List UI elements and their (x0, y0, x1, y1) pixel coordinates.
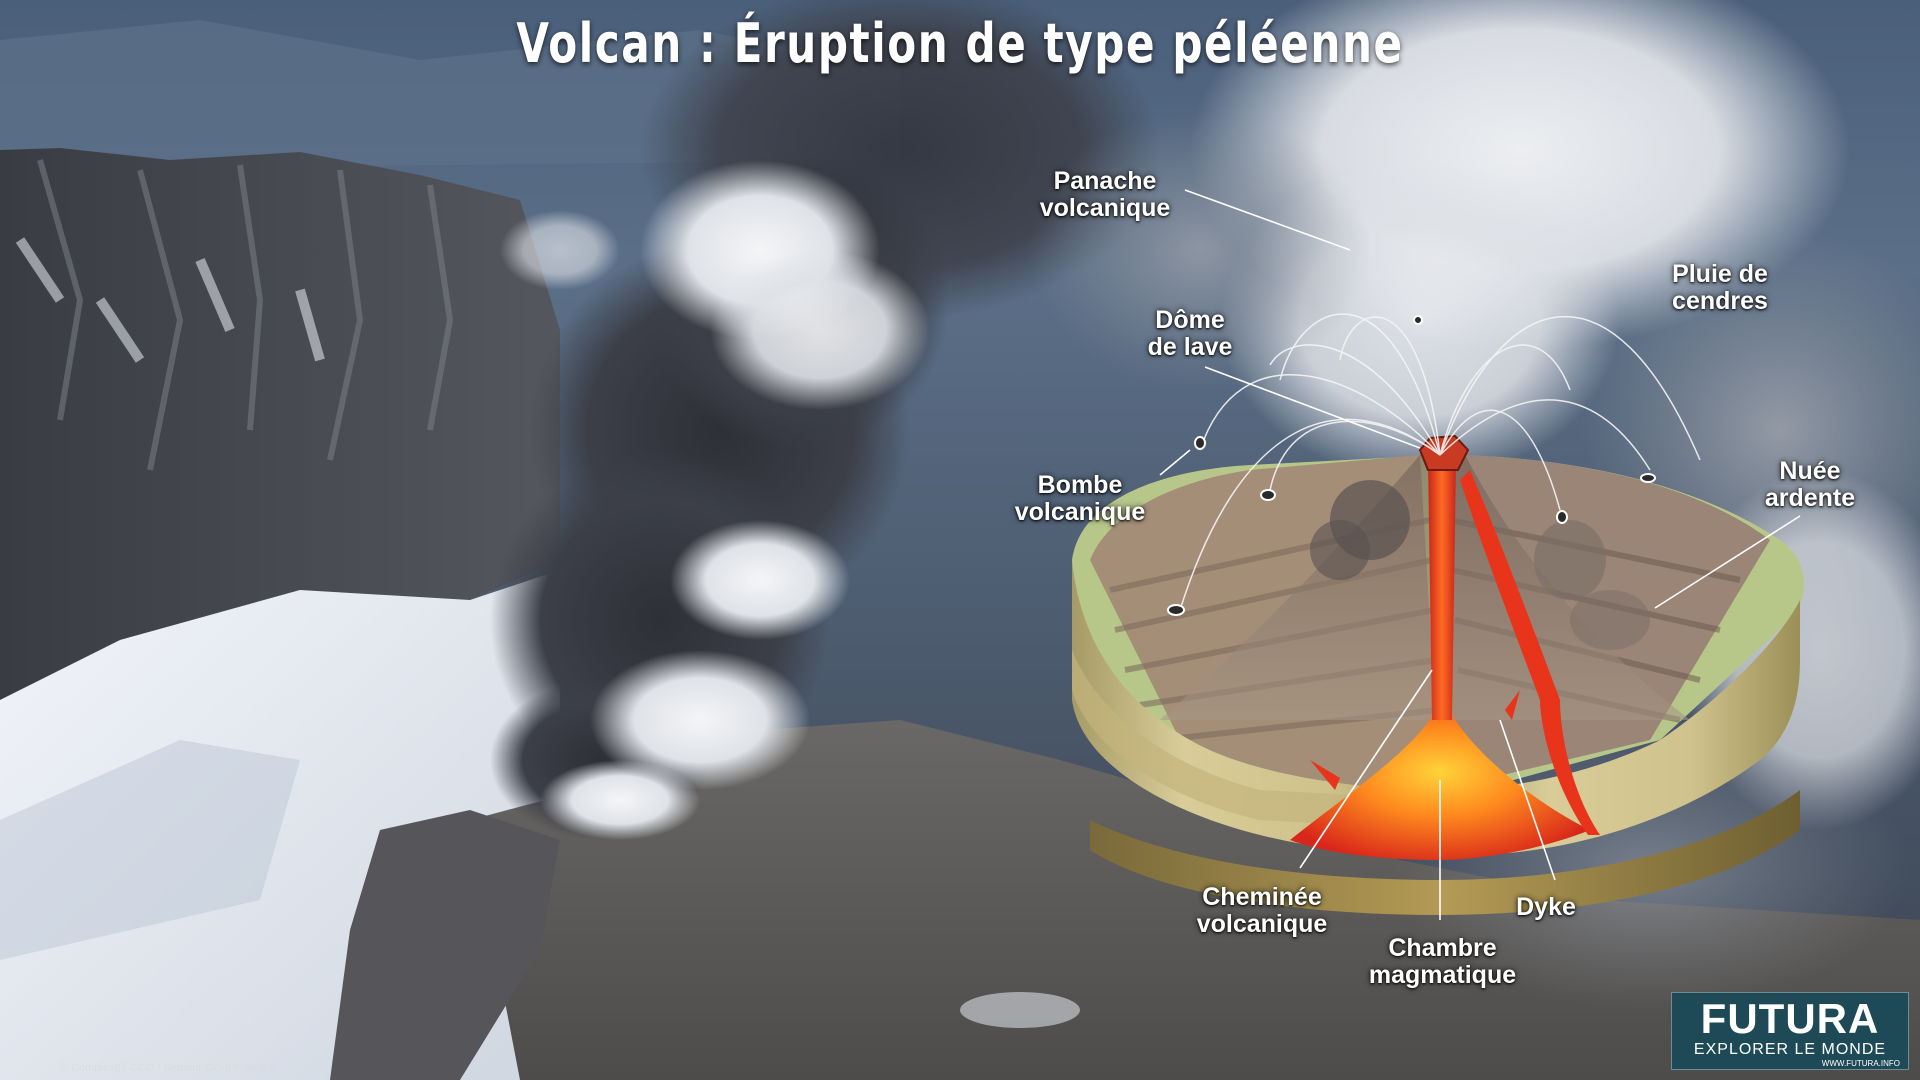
trajectory-8 (1439, 409, 1561, 511)
dyke-branch-right (1460, 470, 1600, 835)
label-dyke: Dyke (1506, 894, 1586, 921)
leader-cheminee (1299, 669, 1433, 869)
trajectory-2 (1269, 420, 1441, 491)
snow-shadow (0, 740, 300, 960)
magma-conduit (1428, 460, 1456, 720)
label-line: volcanique (1014, 498, 1146, 526)
steam-plume-2 (710, 250, 930, 410)
bomb-3 (1194, 436, 1206, 450)
label-line: Nuée (1779, 457, 1841, 485)
steam-plume-3 (670, 520, 850, 640)
bomb-2 (1260, 489, 1276, 501)
trajectory-4 (1269, 344, 1441, 456)
bomb-6 (1640, 473, 1656, 483)
cone-smoke-right (1534, 520, 1606, 600)
trajectory-10 (1279, 313, 1441, 456)
label-line: Pluie de (1672, 260, 1768, 288)
label-line: cendres (1672, 287, 1768, 315)
label-line: Panache (1053, 167, 1157, 195)
leader-nuee (1654, 515, 1801, 609)
label-line: volcanique (1196, 910, 1328, 938)
ground-snow-patch (960, 992, 1080, 1028)
label-panache-volcanique: Panache volcanique (1020, 168, 1190, 222)
label-cheminee-volcanique: Cheminée volcanique (1172, 884, 1352, 938)
label-line: Dyke (1516, 893, 1576, 921)
volcanic-bombs (1167, 315, 1656, 616)
label-line: Chambre (1388, 934, 1497, 962)
crust-band-bottom (1090, 790, 1800, 915)
label-line: de lave (1147, 333, 1233, 361)
leader-dyke (1499, 719, 1556, 881)
label-line: Cheminée (1202, 883, 1322, 911)
trajectory-7 (1439, 399, 1651, 471)
label-line: magmatique (1368, 961, 1517, 989)
logo-url: WWW.FUTURA.INFO (1821, 1059, 1900, 1068)
crust-side-wall-right (1440, 600, 1800, 856)
leader-panache (1184, 189, 1351, 251)
crater-wall-left (0, 148, 560, 700)
label-line: ardente (1764, 484, 1856, 512)
logo-tagline: EXPLORER LE MONDE (1693, 1041, 1887, 1058)
futura-logo[interactable]: FUTURA EXPLORER LE MONDE WWW.FUTURA.INFO (1671, 992, 1909, 1070)
cloud-right-5 (1030, 110, 1370, 390)
dyke-branch-small (1505, 690, 1520, 720)
cone-smoke-left-2 (1310, 520, 1370, 580)
label-pluie-de-cendres: Pluie de cendres (1640, 261, 1800, 315)
snow-streaks (15, 237, 325, 363)
label-dome-de-lave: Dôme de lave (1120, 307, 1260, 361)
trajectory-9 (1339, 316, 1441, 456)
logo-brand: FUTURA (1700, 995, 1880, 1042)
trajectory-1 (1179, 418, 1441, 611)
cliff-ridges (37, 159, 454, 471)
rock-flow (330, 810, 560, 1080)
label-line: Bombe (1037, 471, 1123, 499)
bomb-1 (1167, 604, 1185, 616)
label-leader-lines (1159, 189, 1801, 920)
trajectory-5 (1439, 344, 1571, 456)
bomb-5 (1556, 510, 1568, 524)
leader-dome (1204, 366, 1421, 449)
volcano-cone (1160, 455, 1690, 720)
bomb-trajectories (1179, 313, 1701, 611)
page-title: Volcan : Éruption de type péléenne (516, 12, 1404, 75)
image-credit: © Complex01 CCO / Sémhur CC-BY-SA-3.0 (60, 1062, 276, 1074)
label-line: Dôme (1155, 306, 1225, 334)
steam-plume-4 (590, 650, 810, 790)
trajectory-3 (1199, 373, 1441, 456)
leader-bombe (1159, 449, 1191, 476)
trajectory-6 (1439, 315, 1701, 461)
bomb-4 (1413, 315, 1423, 325)
label-chambre-magmatique: Chambre magmatique (1350, 935, 1535, 989)
steam-plume-5 (540, 760, 700, 840)
label-line: volcanique (1039, 194, 1171, 222)
label-bombe-volcanique: Bombe volcanique (990, 472, 1170, 526)
label-nuee-ardente: Nuée ardente (1740, 458, 1880, 512)
dyke-branch-left (1310, 760, 1340, 790)
volcano-cutaway (1072, 434, 1804, 915)
cone-smoke-right-2 (1570, 590, 1650, 650)
steam-plume-6 (500, 210, 620, 290)
